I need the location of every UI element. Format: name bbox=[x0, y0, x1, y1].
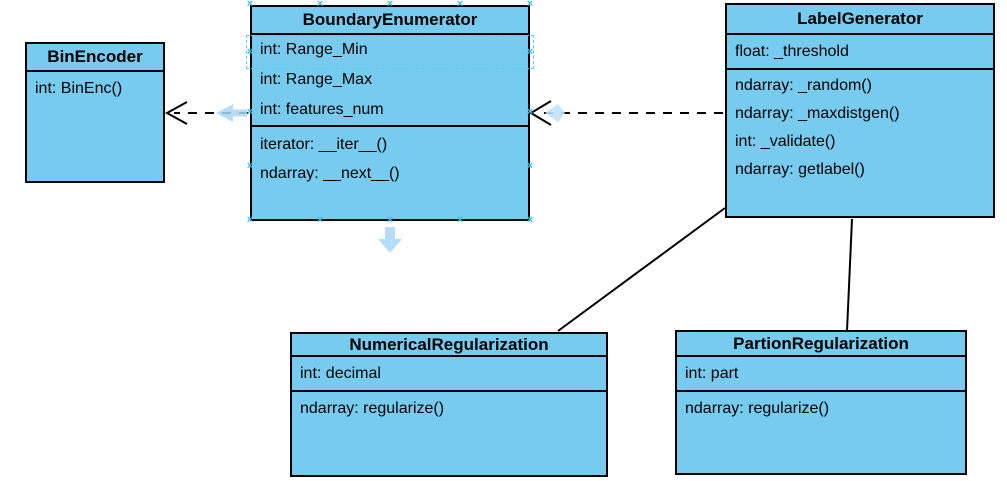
attribute-row[interactable]: int: features_num bbox=[260, 101, 384, 118]
method-row[interactable]: ndarray: _random() bbox=[735, 77, 872, 94]
class-title[interactable]: NumericalRegularization bbox=[292, 334, 606, 357]
connection-point-icon[interactable]: × bbox=[386, 0, 394, 10]
methods-compartment: ndarray: regularize() bbox=[292, 392, 606, 424]
add-shape-hint-down-arrow-icon[interactable] bbox=[378, 227, 402, 253]
association-edge-labelgenerator-partionregularization[interactable] bbox=[846, 218, 853, 332]
attribute-row[interactable]: int: part bbox=[685, 365, 739, 382]
class-title[interactable]: BinEncoder bbox=[27, 44, 163, 72]
connection-point-icon[interactable]: × bbox=[316, 0, 324, 10]
association-edge-labelgenerator-numericalregularization[interactable] bbox=[557, 207, 726, 332]
connection-point-icon[interactable]: × bbox=[526, 45, 534, 58]
method-row[interactable]: ndarray: _maxdistgen() bbox=[735, 105, 900, 122]
class-body: int: BinEnc() bbox=[27, 72, 163, 102]
methods-compartment: ndarray: _random() ndarray: _maxdistgen(… bbox=[727, 70, 993, 184]
connection-point-icon[interactable]: × bbox=[246, 0, 254, 10]
method-row[interactable]: ndarray: __next__() bbox=[260, 165, 400, 182]
method-row[interactable]: ndarray: getlabel() bbox=[735, 161, 865, 178]
attribute-row[interactable]: int: decimal bbox=[300, 365, 381, 382]
connection-point-icon[interactable]: × bbox=[386, 213, 394, 226]
class-numericalregularization[interactable]: NumericalRegularization int: decimal nda… bbox=[290, 332, 608, 477]
attributes-compartment: int: part bbox=[677, 357, 965, 392]
attributes-compartment: int: decimal bbox=[292, 357, 606, 392]
class-title[interactable]: BoundaryEnumerator bbox=[252, 7, 528, 35]
class-labelgenerator[interactable]: LabelGenerator float: _threshold ndarray… bbox=[725, 3, 995, 218]
edge-endpoint-hint-icon bbox=[545, 104, 565, 122]
connection-point-icon[interactable]: × bbox=[246, 45, 254, 58]
methods-compartment: iterator: __iter__() ndarray: __next__() bbox=[252, 127, 528, 188]
class-title[interactable]: LabelGenerator bbox=[727, 5, 993, 35]
method-row[interactable]: int: _validate() bbox=[735, 133, 836, 150]
connection-point-icon[interactable]: × bbox=[526, 0, 534, 10]
attributes-compartment: int: Range_Min int: Range_Max int: featu… bbox=[252, 35, 528, 127]
method-row[interactable]: ndarray: regularize() bbox=[685, 400, 830, 417]
connection-point-icon[interactable]: × bbox=[246, 105, 254, 118]
attributes-compartment: float: _threshold bbox=[727, 35, 993, 70]
attribute-row[interactable]: float: _threshold bbox=[735, 43, 849, 60]
class-boundaryenumerator[interactable]: BoundaryEnumerator int: Range_Min int: R… bbox=[250, 5, 530, 221]
attribute-row[interactable]: int: BinEnc() bbox=[35, 80, 123, 97]
attribute-row[interactable]: int: Range_Max bbox=[260, 71, 373, 88]
class-binencoder[interactable]: BinEncoder int: BinEnc() bbox=[25, 42, 165, 183]
methods-compartment: ndarray: regularize() bbox=[677, 392, 965, 424]
class-title[interactable]: PartionRegularization bbox=[677, 332, 965, 357]
connection-point-icon[interactable]: × bbox=[456, 213, 464, 226]
method-row[interactable]: ndarray: regularize() bbox=[300, 400, 445, 417]
connection-point-icon[interactable]: × bbox=[526, 213, 534, 226]
method-row[interactable]: iterator: __iter__() bbox=[260, 136, 388, 153]
connection-point-icon[interactable]: × bbox=[246, 159, 254, 172]
connection-point-icon[interactable]: × bbox=[246, 213, 254, 226]
class-partionregularization[interactable]: PartionRegularization int: part ndarray:… bbox=[675, 330, 967, 475]
connection-point-icon[interactable]: × bbox=[456, 0, 464, 10]
attribute-row-selected[interactable]: int: Range_Min bbox=[260, 41, 368, 58]
open-arrowhead-icon bbox=[529, 100, 552, 126]
connection-point-icon[interactable]: × bbox=[316, 213, 324, 226]
open-arrowhead-icon bbox=[164, 101, 188, 125]
connection-point-icon[interactable]: × bbox=[526, 159, 534, 172]
connection-point-icon[interactable]: × bbox=[526, 105, 534, 118]
edge-direction-hint-left-arrow-icon bbox=[216, 104, 247, 122]
